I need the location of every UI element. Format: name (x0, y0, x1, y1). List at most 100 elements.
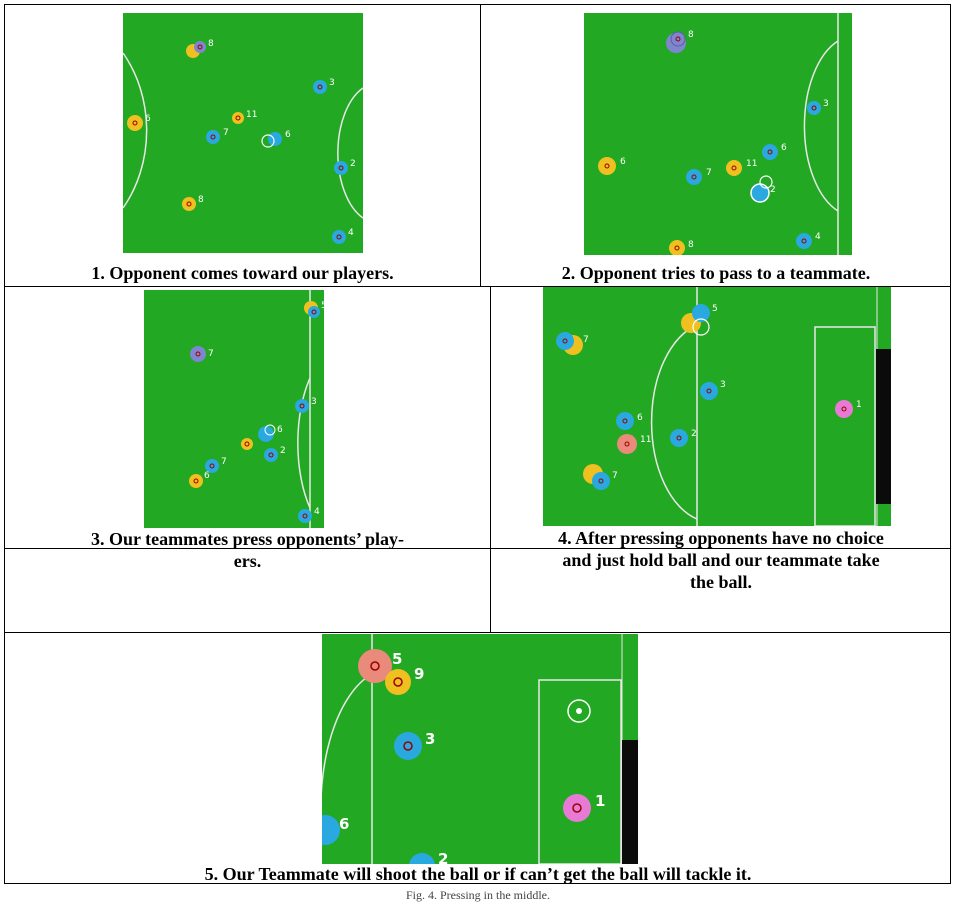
svg-text:1: 1 (856, 400, 862, 410)
svg-text:11: 11 (746, 159, 757, 169)
figure-table (4, 4, 951, 884)
player-our-2: 2 (750, 175, 776, 203)
row-divider-1 (4, 286, 951, 287)
player-goalie-1: 1 (835, 400, 862, 418)
svg-text:9: 9 (414, 665, 424, 683)
player-our-2: 2 (670, 429, 697, 447)
panel-3-caption: 3. Our teammates press opponents’ play- … (5, 528, 490, 572)
svg-text:8: 8 (198, 195, 204, 205)
svg-text:6: 6 (277, 425, 283, 435)
svg-text:6: 6 (339, 815, 349, 833)
svg-text:2: 2 (350, 159, 356, 169)
player-opponent-9: 9 (385, 665, 424, 695)
player-our-7: 7 (686, 168, 712, 185)
pitch-2: 8 3 6 7 11 6 2 8 4 (584, 13, 852, 255)
svg-text:7: 7 (612, 471, 618, 481)
player-our-2: 2 (264, 446, 286, 462)
svg-text:2: 2 (438, 850, 448, 864)
svg-text:4: 4 (348, 228, 354, 238)
penalty-arc (337, 87, 363, 219)
player-opponent-11: 11 (726, 159, 757, 176)
svg-text:11: 11 (246, 110, 257, 120)
svg-text:7: 7 (583, 335, 589, 345)
pitch-4: 7 5 3 6 11 2 7 1 (543, 287, 891, 526)
row-divider-2 (4, 548, 951, 549)
svg-text:3: 3 (720, 380, 726, 390)
player-opponent-5: 5 (304, 301, 324, 318)
svg-text:6: 6 (637, 413, 643, 423)
player-our-7b: 7 (583, 464, 618, 490)
svg-text:6: 6 (620, 157, 626, 167)
pitch-1: 8 6 11 7 6 3 2 8 4 (123, 13, 363, 253)
panel-4-image: 7 5 3 6 11 2 7 1 (543, 287, 891, 526)
player-our-4: 4 (796, 232, 821, 249)
player-our-2: 2 (409, 850, 448, 864)
penalty-box (814, 326, 876, 526)
caption-line: ers. (233, 551, 262, 571)
player-pressed-5: 5 (358, 649, 402, 683)
player-our-6: 6 (322, 815, 349, 845)
player-our-7: 7 (205, 457, 227, 473)
goal (622, 740, 638, 864)
ball-marker (567, 699, 591, 723)
svg-text:3: 3 (823, 99, 829, 109)
penalty-arc (803, 40, 839, 212)
player-opponent-8b: 8 (669, 240, 694, 255)
panel-5-image: 5 9 3 1 6 2 (322, 634, 638, 864)
svg-text:4: 4 (314, 507, 320, 517)
player-our-6: 6 (616, 412, 643, 430)
player-our-5: 5 (681, 304, 718, 336)
svg-text:3: 3 (425, 730, 435, 748)
player-opponent-11: 11 (232, 110, 257, 124)
panel-1-caption: 1. Opponent comes toward our players. (91, 263, 394, 283)
caption-line: 3. Our teammates press opponents’ play- (90, 529, 404, 549)
center-circle-arc (650, 324, 698, 520)
player-opponent-alt-8: 8 (666, 30, 694, 53)
player-our-6: 6 (261, 130, 291, 148)
center-circle-arc (322, 673, 373, 834)
player-goalie-1: 1 (563, 792, 605, 822)
player-our-3: 3 (700, 380, 726, 400)
player-our-3: 3 (807, 99, 829, 115)
goal (876, 349, 891, 504)
player-opponent-8: 8 (186, 39, 214, 58)
svg-text:2: 2 (691, 429, 697, 439)
panel-1-image: 8 6 11 7 6 3 2 8 4 (123, 13, 363, 253)
player-our-7a: 7 (556, 332, 589, 355)
player-our-3: 3 (295, 397, 317, 413)
row-divider-3 (4, 632, 951, 633)
player-our-3: 3 (394, 730, 435, 760)
svg-text:7: 7 (208, 349, 214, 359)
penalty-box (538, 679, 622, 864)
player-our-3: 3 (313, 78, 335, 94)
svg-text:6: 6 (781, 143, 787, 153)
panel-2-caption: 2. Opponent tries to pass to a teammate. (561, 263, 871, 283)
col-divider-mid (490, 286, 491, 632)
player-our-7: 7 (206, 128, 229, 144)
svg-text:7: 7 (706, 168, 712, 178)
col-divider-top (480, 4, 481, 286)
panel-4-caption: 4. After pressing opponents have no choi… (491, 527, 951, 593)
pitch-3: 5 7 3 6 2 7 6 4 (144, 290, 324, 528)
svg-text:3: 3 (311, 397, 317, 407)
svg-text:8: 8 (688, 30, 694, 40)
svg-text:5: 5 (392, 650, 402, 668)
svg-text:3: 3 (329, 78, 335, 88)
svg-text:6: 6 (145, 114, 151, 124)
panel-5-caption: 5. Our Teammate will shoot the ball or i… (204, 864, 752, 884)
center-circle-arc (123, 52, 148, 209)
svg-text:11: 11 (640, 435, 651, 445)
player-our-4: 4 (332, 228, 354, 244)
player-opponent-6: 6 (127, 114, 151, 131)
player-opponent-alt-7: 7 (190, 346, 214, 362)
caption-line: the ball. (689, 572, 752, 592)
svg-text:6: 6 (285, 130, 291, 140)
svg-text:1: 1 (595, 792, 605, 810)
svg-text:6: 6 (204, 471, 210, 481)
panel-2-image: 8 3 6 7 11 6 2 8 4 (584, 13, 852, 255)
svg-text:7: 7 (221, 457, 227, 467)
svg-text:4: 4 (815, 232, 821, 242)
pitch-5: 5 9 3 1 6 2 (322, 634, 638, 864)
player-our-4: 4 (298, 507, 320, 523)
caption-line: 4. After pressing opponents have no choi… (558, 528, 884, 548)
